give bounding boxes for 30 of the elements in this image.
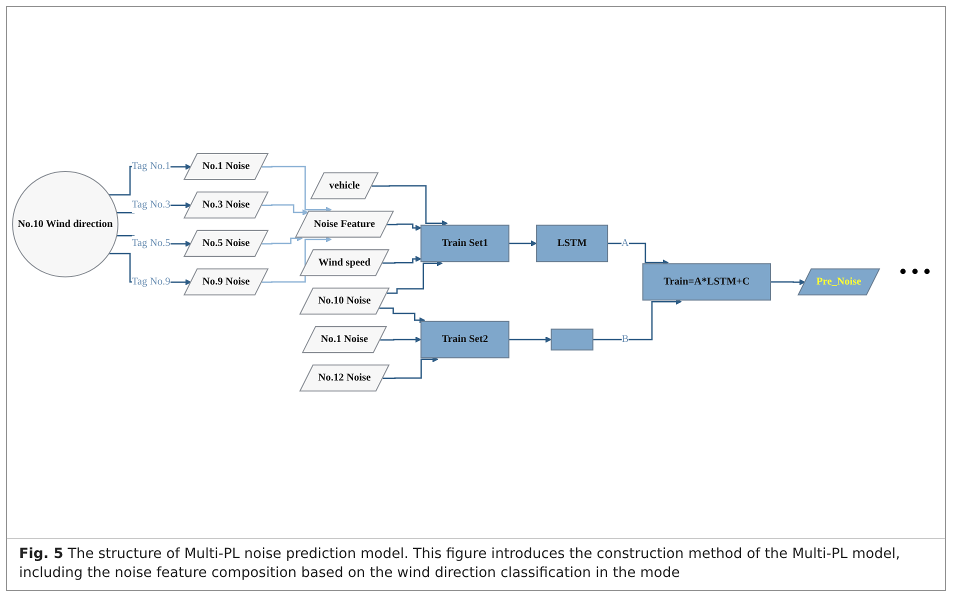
- arrow: [262, 204, 308, 216]
- arrow: [382, 256, 422, 264]
- node-circle: [12, 171, 118, 278]
- node-box: [420, 224, 510, 262]
- arrow: [770, 279, 806, 286]
- edge-label: Tag No.1: [132, 160, 170, 172]
- flowchart-drawing: Tag No.1 Tag No.3 Tag No.5 Tag No.9 A B No.1 Noise vehicle No.3 Noise No.10 Wind direction Noise Feature No.5 Noise Train Set1 LSTM Wind speed No.9 Noise Train=A*LSTM+C Pre_Noise No.10 Noise No.1 Noise Train Set2 No.12 Noise: [7, 148, 885, 397]
- arrow: [508, 240, 537, 247]
- node-box: [420, 320, 510, 358]
- arrow: [380, 336, 422, 343]
- arrow: [262, 166, 332, 213]
- arrow: [379, 308, 426, 324]
- node-box: [536, 224, 608, 262]
- arrow: [592, 298, 682, 340]
- arrow: [387, 224, 422, 232]
- edge-label: Tag No.9: [132, 276, 170, 288]
- arrow: [508, 336, 552, 343]
- arrow: [262, 235, 303, 245]
- edge-label: B: [622, 334, 629, 346]
- node-box: [642, 263, 772, 301]
- arrow: [262, 236, 332, 284]
- edge-label: Tag No.3: [132, 199, 170, 210]
- ellipsis-label: • • •: [898, 260, 932, 284]
- figure-caption: Fig. 5 The structure of Multi-PL noise prediction model. This figure introduces the construction method of the Multi-PL model, including the noise feature composition based on the wind direction classification in the mode: [7, 538, 945, 590]
- node-box: [550, 328, 594, 351]
- arrow: [372, 185, 448, 226]
- arrow: [386, 260, 443, 294]
- edge-label: A: [621, 238, 629, 249]
- edge-label: Tag No.5: [132, 238, 170, 249]
- arrow: [382, 356, 438, 380]
